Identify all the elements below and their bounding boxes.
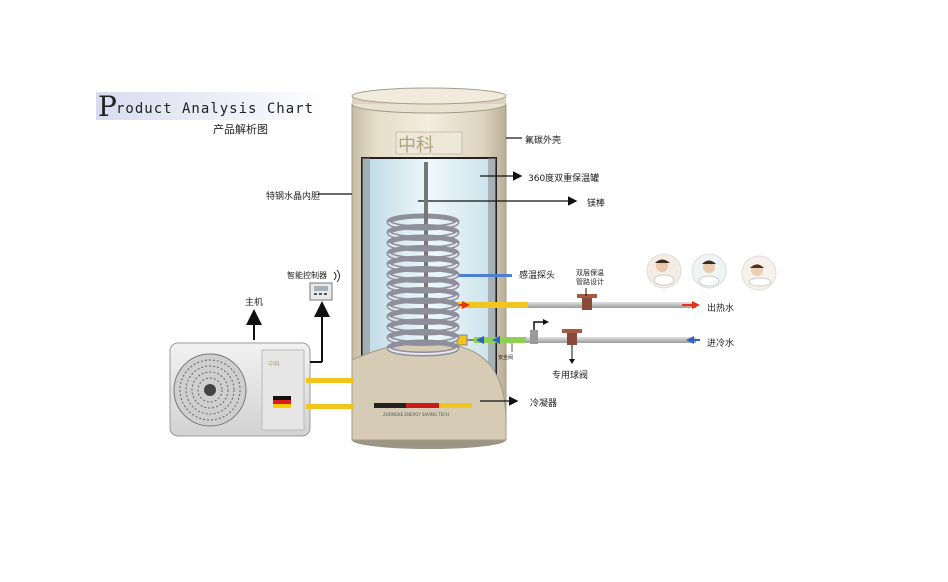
refrigerant-pipes	[306, 378, 354, 409]
smart-controller-icon	[309, 269, 340, 301]
outdoor-unit: 中科	[169, 342, 311, 437]
lifestyle-photo-2	[691, 253, 727, 289]
subtitle: 产品解析图	[213, 123, 268, 136]
label-condenser: 冷凝器	[530, 399, 558, 409]
label-shell: 氟碳外壳	[525, 136, 562, 146]
label-smart-controller: 智能控制器	[287, 271, 327, 280]
title-text: roduct Analysis Chart	[116, 101, 315, 117]
label-inner-tank: 特钢水晶内胆	[266, 192, 321, 202]
label-safety-valve: 安全阀	[498, 355, 514, 361]
german-flag-icon	[273, 396, 291, 408]
label-hot-water-out: 出热水	[707, 304, 735, 314]
label-temp-probe: 感温探头	[519, 271, 556, 281]
coil-loop-highlight	[388, 347, 458, 355]
title-banner: P roduct Analysis Chart	[96, 90, 326, 123]
cold-in-arrow-icon	[686, 336, 694, 344]
brand-logo: 中科	[398, 135, 434, 156]
label-magnesium-rod: 镁棒	[587, 199, 606, 209]
label-main-unit: 主机	[245, 298, 264, 308]
label-double-insulated-1: 双层保温	[576, 269, 604, 277]
title-initial: P	[98, 90, 117, 123]
hot-out-arrow-icon	[692, 301, 700, 309]
label-cold-water-in: 进冷水	[707, 339, 735, 349]
unit-brand-logo: 中科	[268, 360, 280, 368]
label-insulation: 360度双重保温罐	[528, 174, 600, 184]
hot-water-pipe	[452, 294, 696, 310]
svg-text:ZHONGKE ENERGY SAVING TECH: ZHONGKE ENERGY SAVING TECH	[383, 412, 449, 417]
label-double-insulated-2: 管路设计	[576, 278, 604, 286]
anode-rod	[424, 162, 428, 222]
lifestyle-photo-1	[646, 253, 682, 289]
lifestyle-photo-3	[741, 255, 777, 291]
label-ball-valve: 专用球阀	[552, 371, 589, 381]
